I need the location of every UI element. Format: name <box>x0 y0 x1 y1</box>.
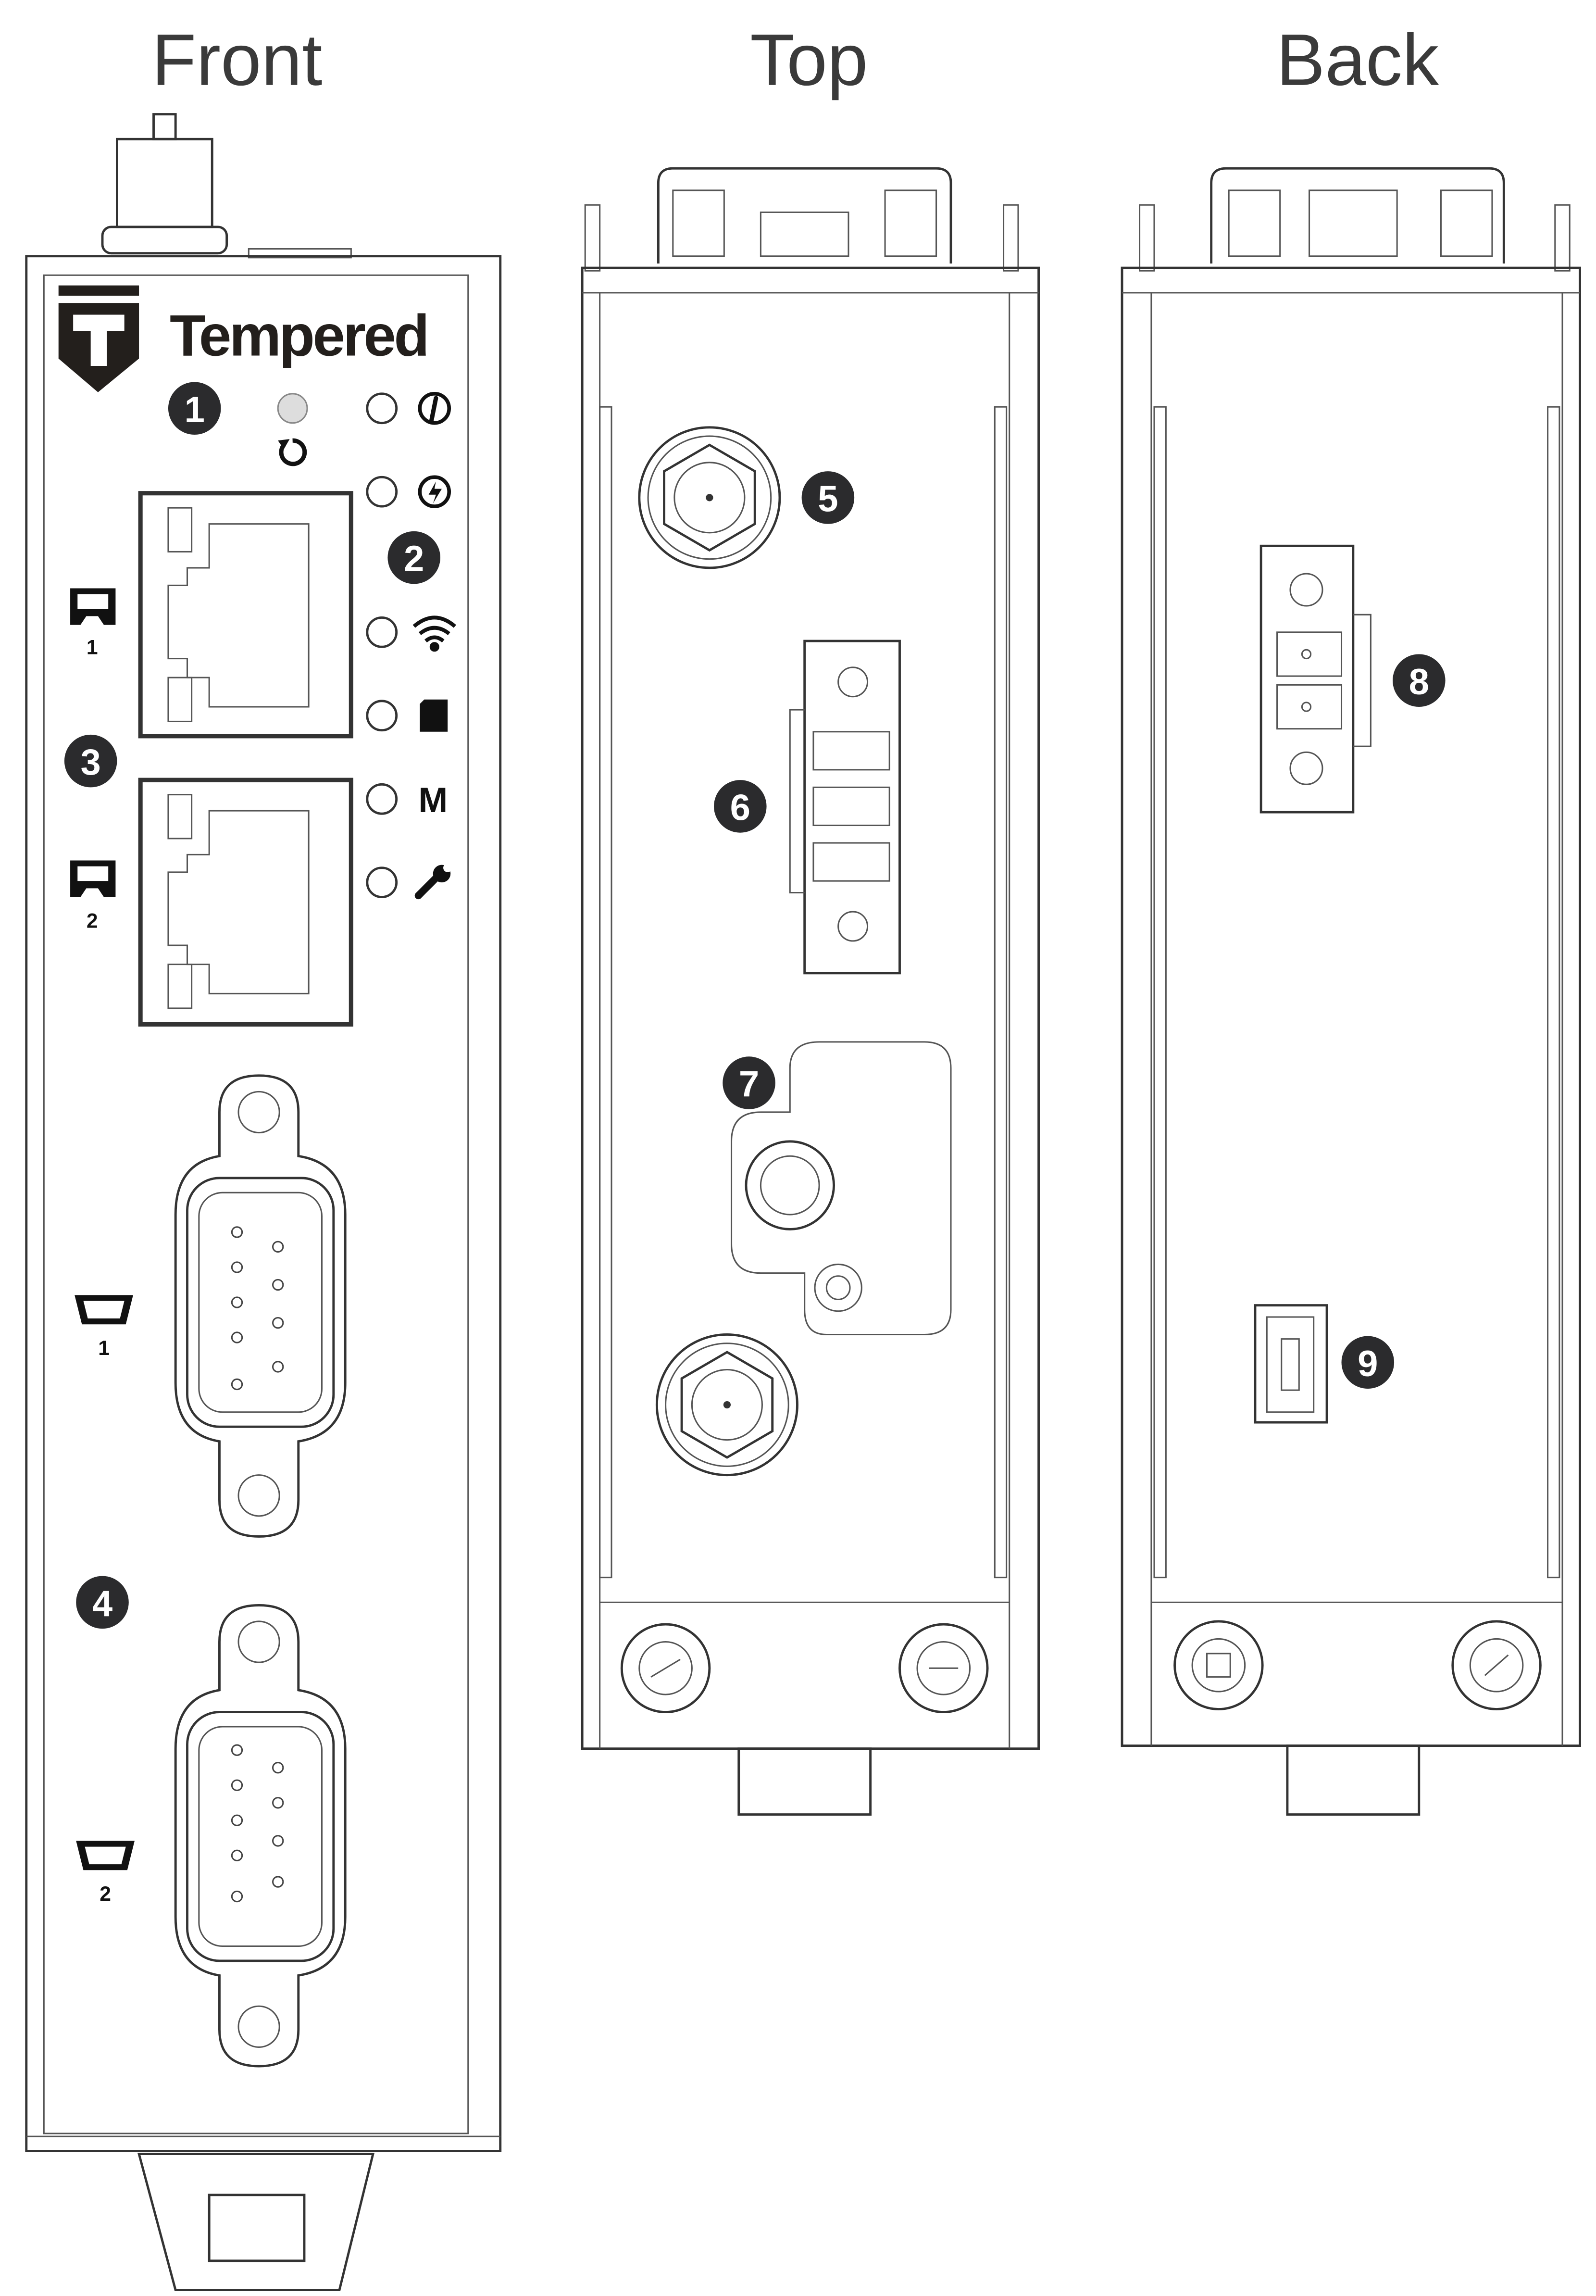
back-housing <box>1121 266 1581 1747</box>
top-housing-details <box>582 292 1039 1749</box>
serial-port-1[interactable] <box>174 1074 347 1538</box>
callout-badge-6: 6 <box>714 780 767 833</box>
top-rail-mount <box>584 167 1019 272</box>
tempered-logo: Tempered <box>58 285 430 392</box>
din-clip-bottom <box>137 2153 375 2292</box>
callout-badge-7: 7 <box>723 1056 775 1109</box>
top-title: Top <box>750 19 868 101</box>
callout-badge-1: 1 <box>168 382 221 435</box>
terminal-block-8[interactable] <box>1259 544 1372 814</box>
serial-icon-1 <box>75 1295 133 1325</box>
status-leds <box>366 392 398 899</box>
ethernet-port-2[interactable] <box>138 778 353 1027</box>
callout-number-2: 2 <box>404 539 424 579</box>
led-wifi <box>366 616 398 648</box>
back-rail-mount <box>1139 167 1571 272</box>
din-clip-back-view <box>1286 1744 1421 1816</box>
callout-number-5: 5 <box>818 478 838 519</box>
led-service <box>366 866 398 899</box>
callout-number-1: 1 <box>185 389 205 430</box>
callout-number-3: 3 <box>81 742 101 783</box>
mounting-screws-back <box>1173 1620 1542 1710</box>
back-view: 8 9 <box>1121 167 1581 1816</box>
antenna-connector-1[interactable] <box>638 426 781 569</box>
callout-number-7: 7 <box>739 1064 759 1105</box>
callout-badge-8: 8 <box>1393 654 1446 707</box>
usb-port-9[interactable] <box>1254 1304 1328 1424</box>
power-jack-7[interactable] <box>731 1041 952 1336</box>
wrench-icon <box>414 863 452 900</box>
callout-badge-9: 9 <box>1341 1336 1395 1389</box>
led-m <box>366 783 398 815</box>
antenna-connector-2[interactable] <box>655 1333 798 1477</box>
wifi-icon <box>412 615 456 652</box>
ethernet-icon-2 <box>70 860 116 897</box>
led-sd <box>366 700 398 732</box>
ethernet-port-1[interactable] <box>138 491 353 739</box>
callout-number-8: 8 <box>1409 662 1429 703</box>
top-view: 5 6 7 <box>581 167 1040 1816</box>
serial-label-1: 1 <box>98 1337 110 1360</box>
terminal-block-6[interactable] <box>789 640 901 975</box>
reset-icon <box>278 438 307 466</box>
callout-badge-4: 4 <box>76 1576 129 1629</box>
brand-name: Tempered <box>170 303 427 368</box>
callout-badge-3: 3 <box>64 734 117 788</box>
power-icon <box>418 475 451 508</box>
front-view: Tempered 1 2 M <box>25 113 502 2292</box>
serial-label-2: 2 <box>100 1882 111 1906</box>
callout-number-6: 6 <box>730 787 750 828</box>
reset-button[interactable] <box>277 393 308 424</box>
serial-icon-2 <box>76 1841 135 1870</box>
back-title: Back <box>1276 19 1439 101</box>
ethernet-label-1: 1 <box>87 636 98 659</box>
din-clip-top-view <box>737 1747 872 1816</box>
ethernet-label-2: 2 <box>87 910 98 933</box>
info-icon <box>418 391 451 425</box>
back-housing-details <box>1122 292 1580 1746</box>
callout-number-4: 4 <box>92 1583 112 1624</box>
callout-number-9: 9 <box>1358 1343 1378 1384</box>
mode-icon: M <box>418 781 448 820</box>
callout-badge-2: 2 <box>387 531 440 584</box>
mounting-screws-top <box>620 1623 989 1714</box>
front-title: Front <box>151 19 322 101</box>
antenna-connector-top <box>101 113 352 259</box>
front-panel-border <box>43 274 469 2134</box>
led-power <box>366 476 398 508</box>
sd-card-icon <box>420 699 448 732</box>
callout-badge-5: 5 <box>801 471 855 524</box>
ethernet-icon-1 <box>70 588 116 625</box>
led-info <box>366 392 398 425</box>
serial-port-2[interactable] <box>174 1604 347 2068</box>
front-housing <box>25 255 502 2152</box>
